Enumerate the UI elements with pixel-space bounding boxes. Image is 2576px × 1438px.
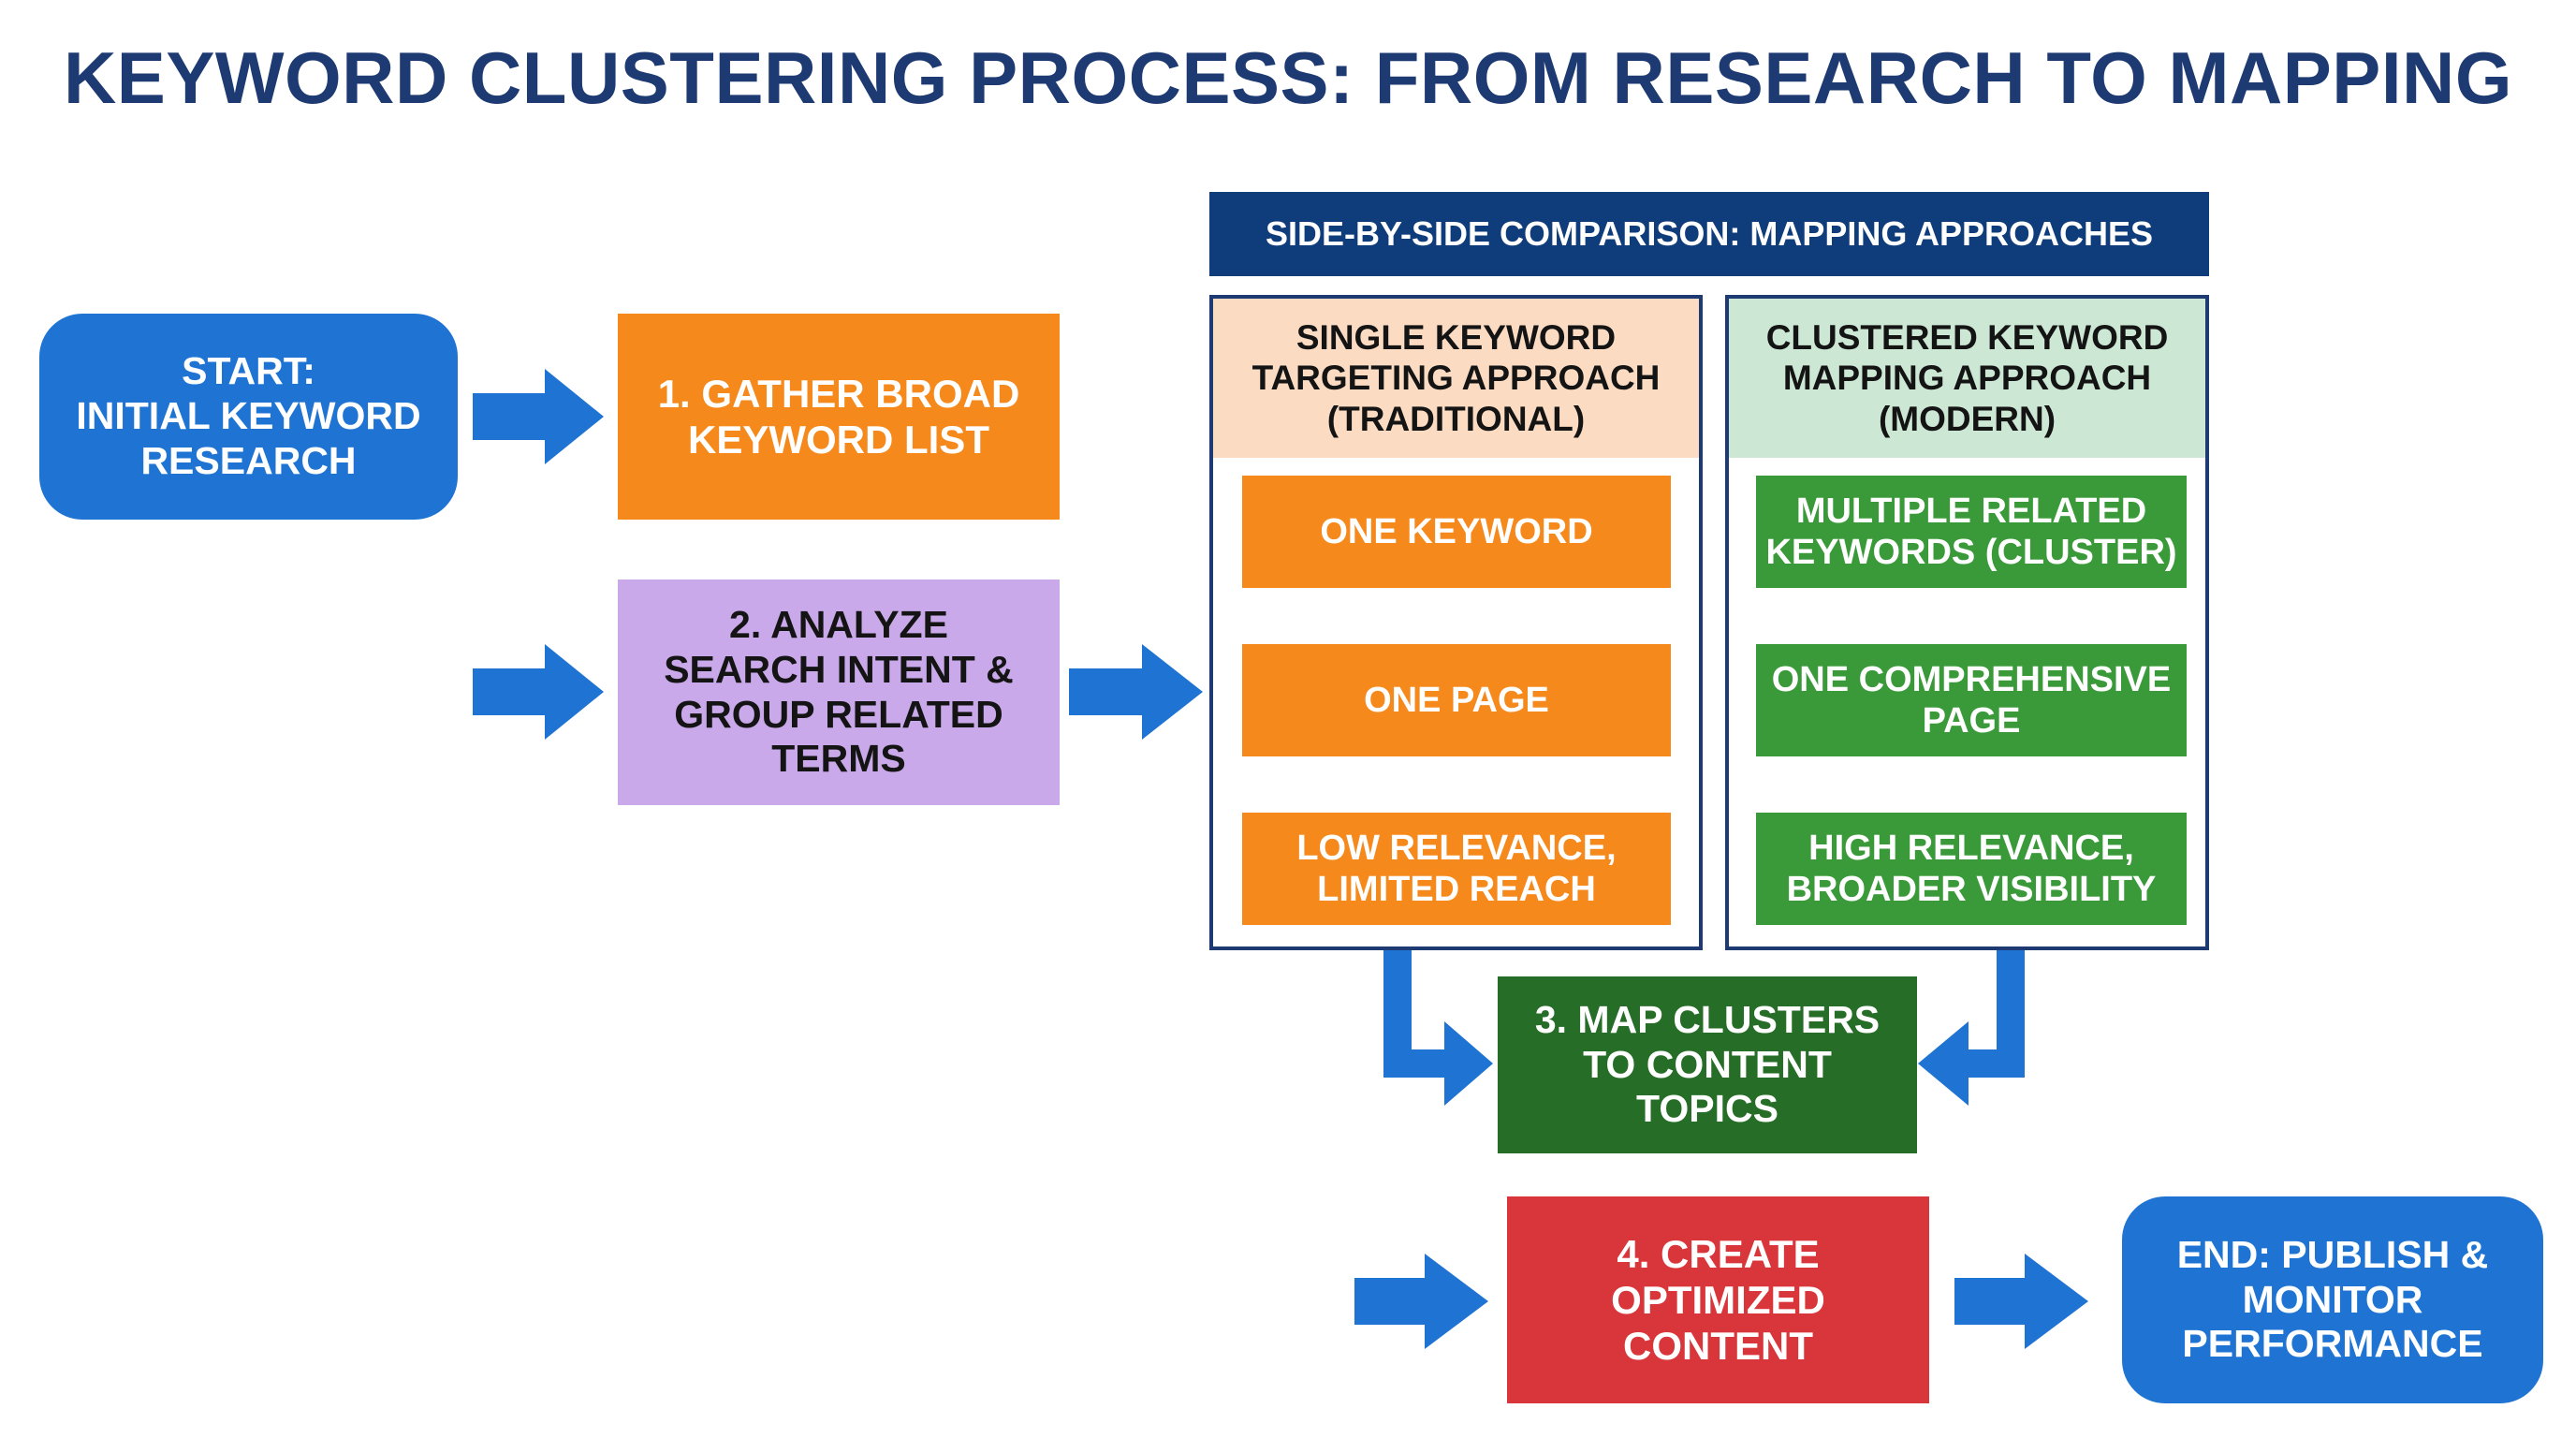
traditional-title-line-3: (TRADITIONAL) <box>1326 399 1586 438</box>
arrow-into-step2 <box>473 644 604 740</box>
start-node: START: INITIAL KEYWORD RESEARCH <box>39 314 458 520</box>
step2-node: 2. ANALYZE SEARCH INTENT & GROUP RELATED… <box>618 580 1060 805</box>
traditional-step-1: ONE KEYWORD <box>1242 476 1671 588</box>
comparison-header: SIDE-BY-SIDE COMPARISON: MAPPING APPROAC… <box>1209 192 2209 276</box>
comparison-header-text: SIDE-BY-SIDE COMPARISON: MAPPING APPROAC… <box>1265 213 2154 253</box>
modern-title-line-1: CLUSTERED KEYWORD <box>1765 318 2169 358</box>
step1-line-1: 1. GATHER BROAD <box>657 371 1020 416</box>
traditional-title-line-2: TARGETING APPROACH <box>1251 359 1661 398</box>
step4-line-2: OPTIMIZED <box>1611 1277 1825 1322</box>
modern-step-2-line-2: PAGE <box>1922 701 2021 741</box>
traditional-step-3-line-2: LIMITED REACH <box>1317 870 1596 909</box>
step3-line-2: TO CONTENT <box>1583 1042 1832 1086</box>
modern-step-2: ONE COMPREHENSIVE PAGE <box>1756 644 2187 756</box>
modern-header: CLUSTERED KEYWORD MAPPING APPROACH (MODE… <box>1729 299 2205 458</box>
diagram-title: KEYWORD CLUSTERING PROCESS: FROM RESEARC… <box>63 37 2513 119</box>
start-line-2: INITIAL KEYWORD <box>76 394 421 438</box>
step2-line-4: TERMS <box>771 737 906 781</box>
step4-node: 4. CREATE OPTIMIZED CONTENT <box>1507 1196 1929 1403</box>
step1-line-2: KEYWORD LIST <box>687 418 989 462</box>
end-line-1: END: PUBLISH & <box>2176 1232 2489 1276</box>
end-node: END: PUBLISH & MONITOR PERFORMANCE <box>2122 1196 2543 1403</box>
end-line-3: PERFORMANCE <box>2182 1322 2483 1366</box>
step4-line-1: 4. CREATE <box>1617 1231 1820 1276</box>
arrow-step2-to-comparison <box>1069 644 1203 740</box>
modern-step-2-line-1: ONE COMPREHENSIVE <box>1771 659 2172 699</box>
modern-step-3: HIGH RELEVANCE, BROADER VISIBILITY <box>1756 813 2187 925</box>
arrow-traditional-to-step3 <box>1383 950 1493 1106</box>
modern-title-line-3: (MODERN) <box>1878 399 2056 438</box>
step3-node: 3. MAP CLUSTERS TO CONTENT TOPICS <box>1498 976 1917 1153</box>
traditional-step-3-line-1: LOW RELEVANCE, <box>1296 828 1617 868</box>
modern-step-3-line-2: BROADER VISIBILITY <box>1786 870 2157 909</box>
traditional-header: SINGLE KEYWORD TARGETING APPROACH (TRADI… <box>1213 299 1699 458</box>
arrow-into-step4 <box>1354 1254 1488 1349</box>
modern-step-1: MULTIPLE RELATED KEYWORDS (CLUSTER) <box>1756 476 2187 588</box>
modern-step-3-line-1: HIGH RELEVANCE, <box>1808 828 2134 868</box>
end-line-2: MONITOR <box>2242 1277 2423 1321</box>
arrow-modern-to-step3 <box>1918 950 2025 1106</box>
traditional-step-1-line-1: ONE KEYWORD <box>1320 511 1593 551</box>
modern-step-1-line-1: MULTIPLE RELATED <box>1795 491 2147 531</box>
step1-node: 1. GATHER BROAD KEYWORD LIST <box>618 314 1060 520</box>
modern-step-1-line-2: KEYWORDS (CLUSTER) <box>1765 533 2177 572</box>
modern-title-line-2: MAPPING APPROACH <box>1782 359 2152 398</box>
traditional-step-2-line-1: ONE PAGE <box>1364 680 1549 720</box>
step3-line-3: TOPICS <box>1636 1087 1778 1131</box>
step4-line-3: CONTENT <box>1622 1324 1813 1369</box>
step2-line-2: SEARCH INTENT & <box>664 647 1014 691</box>
start-line-1: START: <box>182 349 315 393</box>
traditional-step-3: LOW RELEVANCE, LIMITED REACH <box>1242 813 1671 925</box>
traditional-title-line-1: SINGLE KEYWORD <box>1295 318 1617 358</box>
arrow-step4-to-end <box>1954 1254 2088 1349</box>
step2-line-3: GROUP RELATED <box>674 692 1003 736</box>
start-line-3: RESEARCH <box>140 438 357 482</box>
step2-line-1: 2. ANALYZE <box>729 602 948 646</box>
step3-line-1: 3. MAP CLUSTERS <box>1534 997 1881 1041</box>
traditional-step-2: ONE PAGE <box>1242 644 1671 756</box>
arrow-start-to-step1 <box>473 369 604 464</box>
